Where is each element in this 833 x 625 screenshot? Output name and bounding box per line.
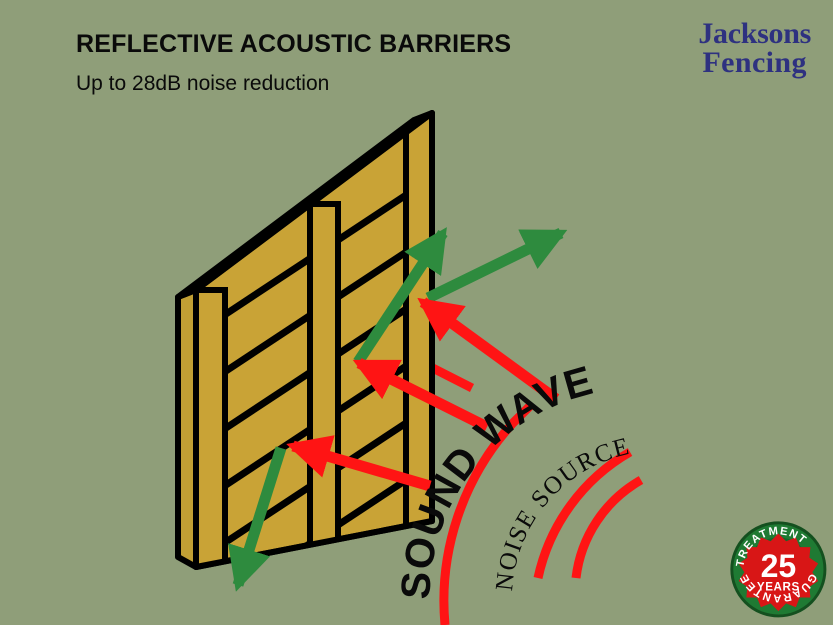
incoming-arrow-top (417, 297, 560, 404)
panel-left-post (196, 287, 228, 567)
brand-line-2: Fencing (702, 45, 807, 79)
jacksons-fencing-logo: Jacksons Fencing (698, 17, 811, 79)
reflected-arrow-upper-steep (353, 227, 448, 366)
wave-arc-outer (439, 402, 534, 625)
panel-centre-post (307, 201, 341, 554)
badge-starburst (738, 533, 819, 612)
badge-years: YEARS (757, 581, 800, 594)
panel-front-outline (193, 110, 435, 570)
wave-arc-middle (533, 448, 633, 579)
wave-arc-inner (571, 476, 644, 579)
page-title: REFLECTIVE ACOUSTIC BARRIERS (76, 30, 512, 58)
treatment-guarantee-badge: TREATMENT GUARANTEE 25 YEARS (730, 521, 827, 618)
reflected-sound-arrows (228, 227, 568, 592)
incoming-arrow-bottom (286, 435, 432, 492)
incoming-arrow-middle (352, 358, 490, 432)
acoustic-fence-panel (175, 110, 435, 570)
brand-line-1: Jacksons (698, 17, 811, 50)
reflected-arrow-upper-shallow (425, 228, 568, 303)
incoming-sound-arrows (286, 297, 560, 492)
badge-number: 25 (761, 548, 797, 584)
page-subtitle: Up to 28dB noise reduction (76, 72, 330, 95)
reflected-arrow-lower (228, 446, 287, 592)
panel-right-post (403, 113, 432, 531)
